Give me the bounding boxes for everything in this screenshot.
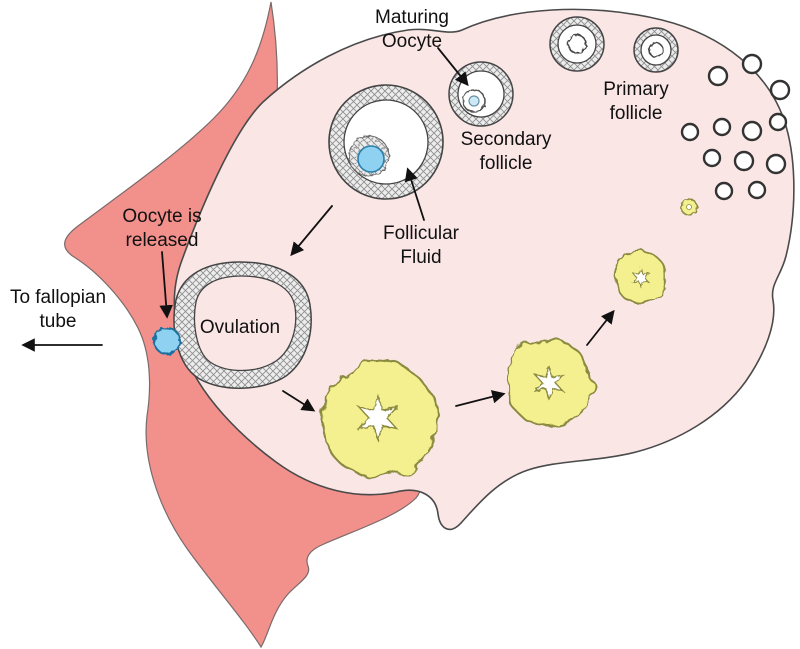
primary-follicle-circle <box>765 153 787 175</box>
primary-follicle-circle <box>733 150 755 172</box>
primary-follicle-circle <box>702 148 722 168</box>
developing-follicle-left <box>549 16 605 72</box>
primary-follicle-circle <box>714 181 734 201</box>
arrow-follicle-to-ovulation <box>290 205 333 257</box>
developing-follicle-right <box>633 27 679 73</box>
corpus-luteum-medium <box>505 339 593 427</box>
oocyte-in-follicle <box>357 145 385 173</box>
arrow-corpus-large-to-medium <box>455 390 506 407</box>
primary-follicle-circle <box>747 180 767 200</box>
arrow-follicular-fluid <box>404 167 425 221</box>
arrow-corpus-medium-to-small <box>586 309 615 346</box>
arrow-maturing-oocyte <box>437 47 469 87</box>
mature-follicle-shape <box>328 84 444 200</box>
primary-follicle-circle <box>680 122 700 142</box>
released-oocyte <box>153 327 181 355</box>
primary-follicle-circle <box>768 112 788 132</box>
arrow-oocyte-released <box>159 251 173 319</box>
primary-follicle-circle <box>741 53 763 75</box>
primary-follicle-circle <box>712 117 732 137</box>
primary-follicle-circle <box>741 120 763 142</box>
primary-follicles-cluster <box>680 53 791 201</box>
secondary-follicle-shape <box>448 61 514 127</box>
arrow-ovulation-to-corpus <box>282 390 316 412</box>
primary-follicle-circle <box>707 65 729 87</box>
corpus-luteum-small <box>614 251 668 305</box>
ovulation-ring <box>173 261 312 389</box>
corpus-luteum-large <box>320 361 438 479</box>
arrows <box>21 47 615 412</box>
primary-follicle-circle <box>769 79 791 101</box>
corpus-albicans-tiny <box>680 198 698 216</box>
